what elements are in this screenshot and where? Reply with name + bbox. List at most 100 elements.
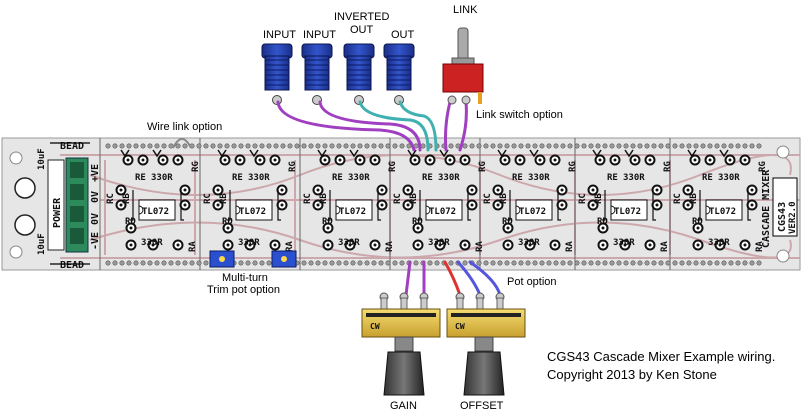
pcb-pad-hole xyxy=(503,158,507,162)
pad xyxy=(721,143,727,149)
label-re: RE xyxy=(135,173,146,183)
pad xyxy=(525,260,531,266)
rail-pos-label: +VE xyxy=(90,164,101,182)
jack-sockets xyxy=(261,43,415,105)
pcb-pad-hole xyxy=(696,226,700,230)
trim-pot-left xyxy=(209,250,235,268)
label-rc: RC xyxy=(203,193,213,204)
pad xyxy=(658,260,664,266)
pad xyxy=(196,143,202,149)
pcb-pad-hole xyxy=(373,158,377,162)
pad xyxy=(588,143,594,149)
pad xyxy=(224,143,230,149)
pcb-pad-hole xyxy=(598,158,602,162)
pad xyxy=(175,143,181,149)
pad xyxy=(665,260,671,266)
label-330r: 330R xyxy=(528,173,550,183)
pcb-pad-hole xyxy=(750,188,754,192)
pad xyxy=(581,143,587,149)
pcb-pad-hole xyxy=(518,158,522,162)
label-330r: 330R xyxy=(708,238,730,248)
bracket xyxy=(652,190,656,221)
ic-outline xyxy=(235,199,273,221)
pcb-pad-hole xyxy=(750,203,754,207)
pad xyxy=(630,143,636,149)
rail-neg-label: -VE xyxy=(90,232,101,250)
label-ic: TL072 xyxy=(519,207,546,217)
label-ic: TL072 xyxy=(339,207,366,217)
pad xyxy=(434,260,440,266)
ic-notch xyxy=(425,205,431,215)
gain-cw-label: CW xyxy=(370,322,380,331)
trim-pot-right xyxy=(271,250,297,268)
pad xyxy=(126,260,132,266)
label-rc: RC xyxy=(483,193,493,204)
ic-notch xyxy=(610,205,616,215)
pad xyxy=(392,143,398,149)
pcb-pad-hole xyxy=(438,243,442,247)
pad xyxy=(560,143,566,149)
v-mark xyxy=(719,149,729,158)
pcb-pad-hole xyxy=(280,203,284,207)
pad xyxy=(119,260,125,266)
pcb-pad-hole xyxy=(633,158,637,162)
label-rg: RG xyxy=(568,161,578,172)
pcb-pad-hole xyxy=(183,188,187,192)
pad xyxy=(504,143,510,149)
v-mark xyxy=(624,149,634,158)
pad xyxy=(385,260,391,266)
pad xyxy=(686,260,692,266)
bracket xyxy=(227,190,231,221)
bracket xyxy=(697,190,701,221)
ic-outline xyxy=(425,199,463,221)
ic-notch xyxy=(515,205,521,215)
pad xyxy=(385,143,391,149)
pad xyxy=(728,260,734,266)
pad xyxy=(707,143,713,149)
label-out: OUT xyxy=(391,29,415,41)
pad xyxy=(336,260,342,266)
pad xyxy=(476,143,482,149)
pcb-pad-hole xyxy=(129,226,133,230)
pad xyxy=(602,260,608,266)
pad xyxy=(308,260,314,266)
pad xyxy=(686,143,692,149)
pad xyxy=(238,143,244,149)
label-rc: RC xyxy=(106,193,116,204)
ic-notch xyxy=(705,205,711,215)
pad xyxy=(714,143,720,149)
caption-line-2: Copyright 2013 by Ken Stone xyxy=(547,367,717,382)
pcb-pad-hole xyxy=(708,158,712,162)
label-rb: RB xyxy=(319,193,329,204)
pcb-pad-hole xyxy=(463,243,467,247)
bracket xyxy=(467,190,471,221)
pad xyxy=(644,260,650,266)
jack-socket xyxy=(343,43,375,105)
pcb-pad-hole xyxy=(496,188,500,192)
pad xyxy=(350,143,356,149)
pcb-pad-hole xyxy=(718,243,722,247)
pcb-pad-hole xyxy=(655,203,659,207)
pcb-pad-hole xyxy=(280,188,284,192)
label-330r: 330R xyxy=(248,173,270,183)
pad xyxy=(203,143,209,149)
ic-outline xyxy=(515,199,553,221)
pad xyxy=(161,143,167,149)
pcb-pad-hole xyxy=(126,158,130,162)
label-rg: RG xyxy=(288,161,298,172)
pcb-pad-hole xyxy=(161,158,165,162)
pcb-pad-hole xyxy=(601,226,605,230)
pad xyxy=(378,260,384,266)
pad xyxy=(483,260,489,266)
pad xyxy=(539,260,545,266)
pad xyxy=(217,143,223,149)
board-title-block: CASCADE MIXER CGS43 VER2.0 xyxy=(761,169,798,248)
label-multiturn-1: Multi-turn xyxy=(222,272,268,284)
pad xyxy=(504,260,510,266)
pad xyxy=(203,260,209,266)
pad xyxy=(672,260,678,266)
pad xyxy=(315,260,321,266)
